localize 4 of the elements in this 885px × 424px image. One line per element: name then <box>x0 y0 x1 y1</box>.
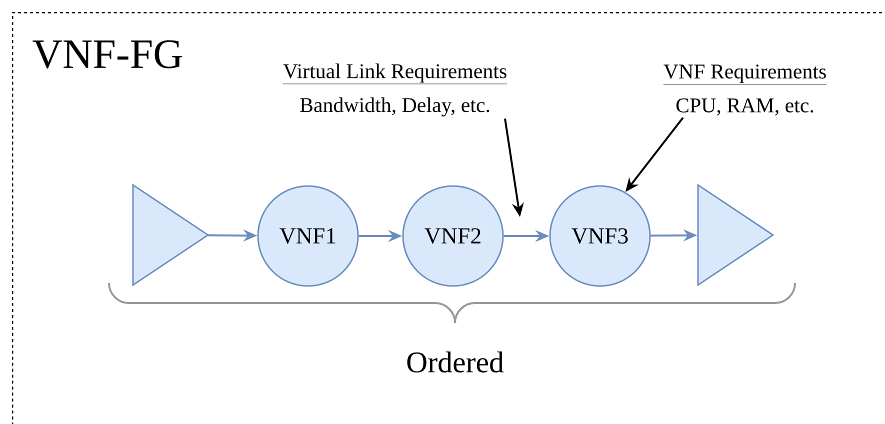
title: VNF-FG <box>32 40 182 69</box>
annotation-text: VNF Requirements CPU, RAM, etc. <box>663 64 827 116</box>
brace-label: Ordered <box>407 352 504 373</box>
annotation-text: Virtual Link Requirements Bandwidth, Delay, etc. <box>282 64 508 116</box>
